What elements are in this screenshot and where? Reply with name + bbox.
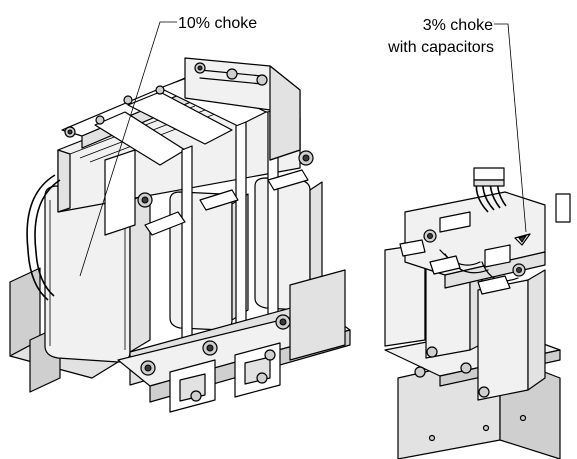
choke-3-percent-drawing bbox=[384, 167, 571, 459]
terminal-studs bbox=[64, 62, 268, 138]
callout-10-percent: 10% choke bbox=[79, 15, 257, 277]
choke-10-percent-drawing bbox=[9, 57, 351, 413]
callout-3-percent: 3% choke with capacitors bbox=[387, 17, 527, 233]
callout-label-3-percent-line1: 3% choke bbox=[423, 17, 493, 34]
callout-label-10-percent: 10% choke bbox=[178, 15, 257, 32]
callout-label-3-percent-line2: with capacitors bbox=[387, 39, 494, 56]
